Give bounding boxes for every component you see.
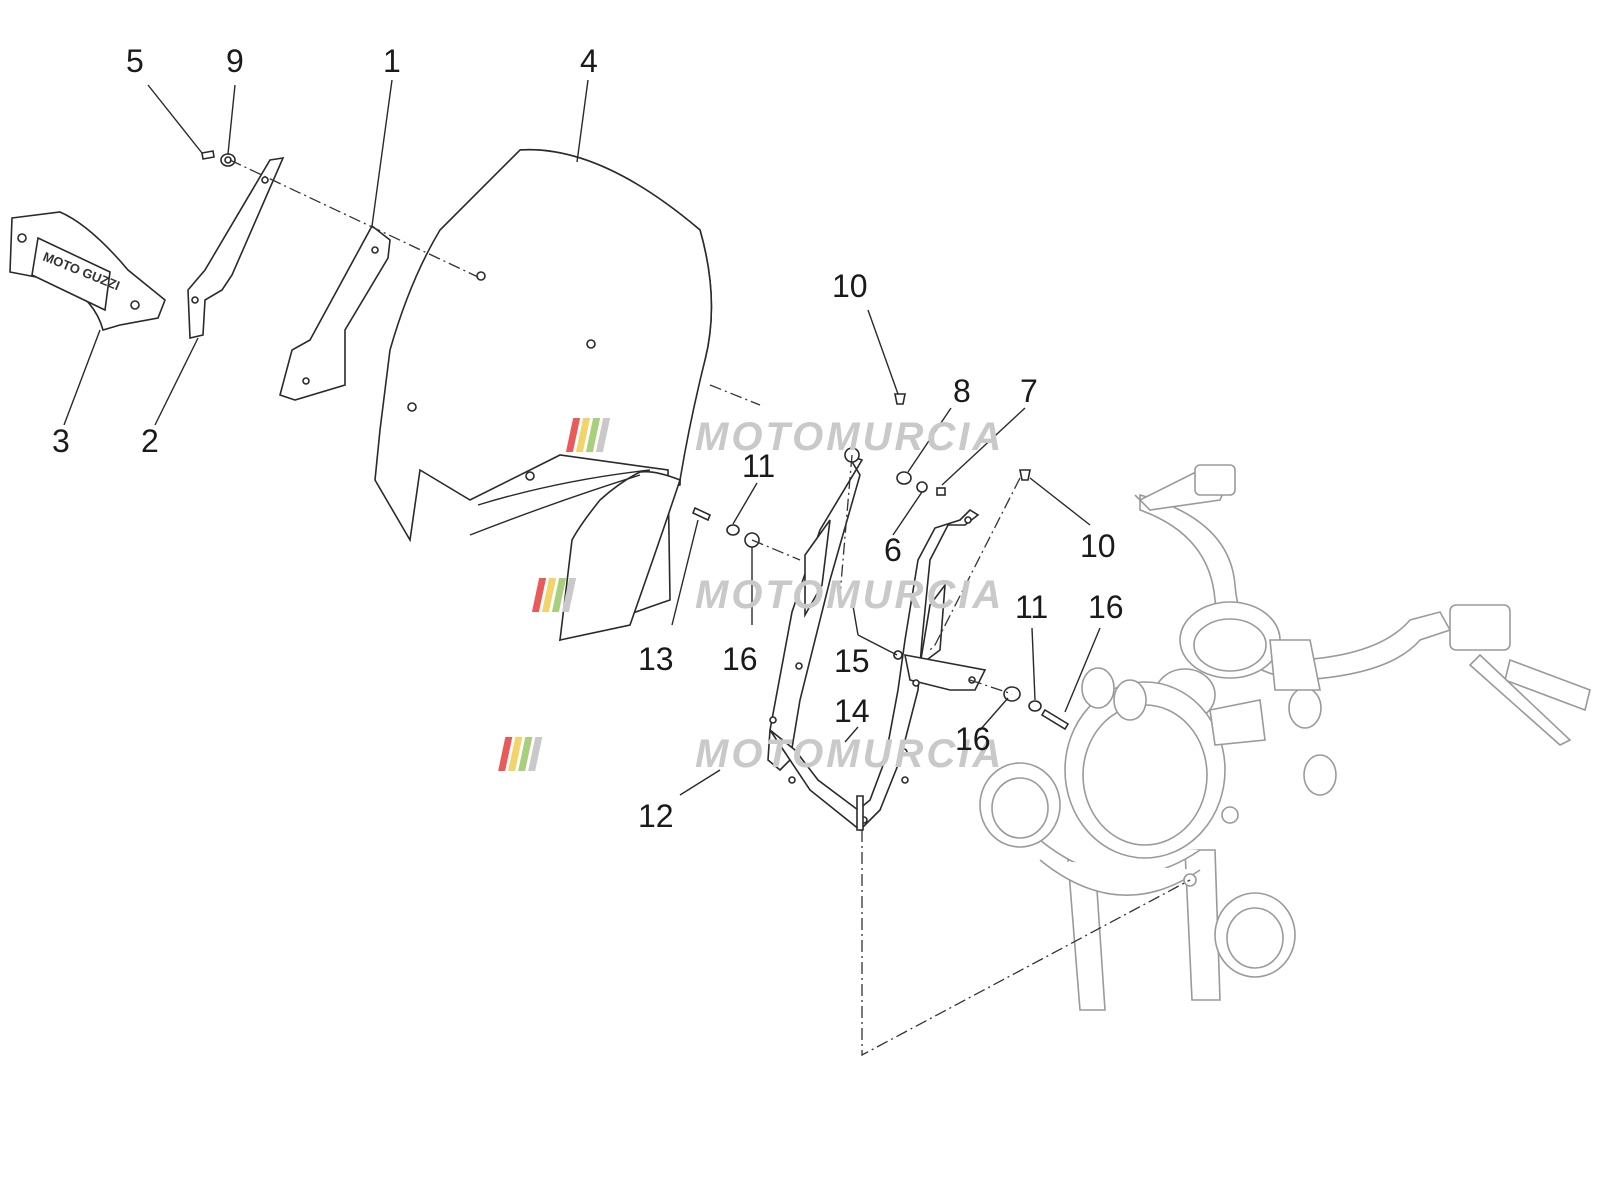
watermark-stripe bbox=[508, 737, 523, 771]
label-part-12: 12 bbox=[638, 798, 674, 834]
watermark-stripe bbox=[498, 737, 513, 771]
label-part-11-right: 11 bbox=[1015, 589, 1048, 625]
leader-lines bbox=[63, 79, 1101, 796]
watermark-stripe bbox=[551, 578, 567, 612]
support-frame bbox=[767, 447, 987, 832]
label-part-7: 7 bbox=[1020, 373, 1038, 409]
side-bracket-2 bbox=[187, 156, 285, 339]
assembly-lines bbox=[229, 159, 1191, 1057]
handlebar-assembly bbox=[979, 464, 1591, 1011]
label-part-15: 15 bbox=[834, 643, 870, 679]
watermark-stripe bbox=[585, 418, 601, 452]
watermark-stripe bbox=[561, 578, 577, 612]
watermark-bottom: MOTOMURCIA bbox=[498, 732, 1004, 776]
label-part-16-lower: 16 bbox=[955, 721, 991, 757]
label-part-6: 6 bbox=[884, 532, 902, 568]
watermark-stripe bbox=[528, 737, 543, 771]
label-part-10-top: 10 bbox=[832, 268, 868, 304]
label-part-14: 14 bbox=[834, 693, 870, 729]
side-bracket-1 bbox=[279, 224, 391, 401]
watermark-text: MOTOMURCIA bbox=[695, 732, 1004, 776]
logo-plate: MOTO GUZZI bbox=[9, 211, 166, 331]
label-part-8: 8 bbox=[953, 373, 971, 409]
label-part-16-right: 16 bbox=[1088, 589, 1124, 625]
label-part-13: 13 bbox=[638, 641, 674, 677]
label-part-1: 1 bbox=[383, 43, 401, 79]
part-labels: 5 9 1 4 3 2 10 8 7 6 10 11 13 16 15 14 1… bbox=[52, 43, 1124, 834]
label-part-5: 5 bbox=[126, 43, 144, 79]
watermark-text: MOTOMURCIA bbox=[695, 415, 1004, 459]
watermark-stripe bbox=[565, 418, 581, 452]
watermark-stripe bbox=[595, 418, 611, 452]
label-part-3: 3 bbox=[52, 423, 70, 459]
label-part-10-right: 10 bbox=[1080, 528, 1116, 564]
label-part-16-left: 16 bbox=[722, 641, 758, 677]
label-part-11-left: 11 bbox=[742, 448, 775, 484]
watermark-middle: MOTOMURCIA bbox=[531, 573, 1004, 617]
watermark-stripe bbox=[575, 418, 591, 452]
windscreen bbox=[374, 148, 713, 642]
label-part-9: 9 bbox=[226, 43, 244, 79]
watermark-text: MOTOMURCIA bbox=[695, 573, 1004, 617]
watermark-stripe bbox=[541, 578, 557, 612]
label-part-2: 2 bbox=[141, 423, 159, 459]
watermark-top: MOTOMURCIA bbox=[565, 415, 1004, 459]
watermark-stripe bbox=[531, 578, 547, 612]
watermark-stripe bbox=[518, 737, 533, 771]
label-part-4: 4 bbox=[580, 43, 598, 79]
